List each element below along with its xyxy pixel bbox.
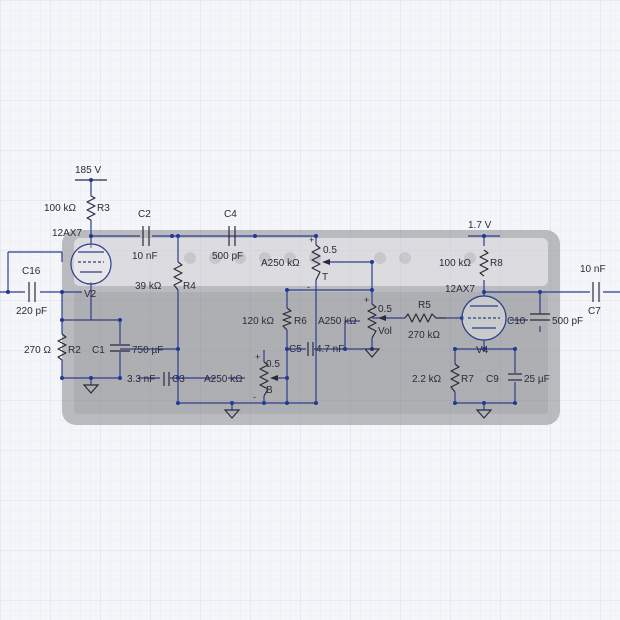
label-treble-plus: + — [309, 235, 314, 245]
capacitor-c7[interactable] — [592, 282, 600, 302]
capacitor-c9[interactable] — [508, 373, 522, 381]
label-c4-value: 500 pF — [212, 251, 243, 262]
label-bass-name: B — [266, 385, 273, 396]
label-treble-pot: A250 kΩ — [261, 258, 300, 269]
label-tube1: 12AX7 — [52, 228, 82, 239]
label-r2-value: 270 Ω — [24, 345, 51, 356]
label-c4: C4 — [224, 209, 237, 220]
label-volume-name: Vol — [378, 326, 392, 337]
capacitor-c1[interactable] — [110, 344, 130, 352]
label-r5-value: 270 kΩ — [408, 330, 440, 341]
label-r4-value: 39 kΩ — [135, 281, 162, 292]
label-c10-value: 500 pF — [552, 316, 583, 327]
potentiometer-bass[interactable] — [259, 361, 278, 397]
amp-background-image — [62, 230, 560, 425]
potentiometer-volume[interactable] — [367, 303, 386, 339]
label-c16: C16 — [22, 266, 41, 277]
label-treble-name: T — [322, 272, 328, 283]
label-bass-plus: + — [255, 352, 260, 362]
label-c16-value: 220 pF — [16, 306, 47, 317]
label-bass-minus: - — [253, 392, 256, 402]
label-r7-value: 2.2 kΩ — [412, 374, 442, 385]
label-c7-value: 10 nF — [580, 264, 606, 275]
resistor-r5[interactable] — [404, 313, 446, 323]
label-r4: R4 — [183, 281, 196, 292]
label-c9: C9 — [486, 374, 499, 385]
potentiometer-treble[interactable] — [311, 244, 330, 281]
label-r6-value: 120 kΩ — [242, 316, 274, 327]
label-bass-position: 0.5 — [266, 359, 280, 370]
label-c3-value: 3.3 nF — [127, 374, 155, 385]
capacitor-c10[interactable] — [530, 313, 550, 321]
capacitor-c4[interactable] — [228, 226, 236, 246]
capacitor-c5[interactable] — [307, 342, 314, 356]
resistor-r6[interactable] — [282, 307, 292, 331]
label-c5-value: 4.7 nF — [316, 344, 344, 355]
label-tube2: 12AX7 — [445, 284, 475, 295]
label-r6: R6 — [294, 316, 307, 327]
label-treble-position: 0.5 — [323, 245, 337, 256]
label-treble-minus: - — [307, 282, 310, 292]
label-c1-value: 750 µF — [132, 345, 163, 356]
resistor-r7[interactable] — [450, 363, 460, 393]
label-r8-value: 100 kΩ — [439, 258, 471, 269]
junction-dots — [6, 178, 542, 405]
component-labels: 185 V 100 kΩ R3 C2 C4 12AX7 C16 220 pF V… — [16, 165, 606, 402]
label-c2-value: 10 nF — [132, 251, 158, 262]
label-r3-value: 100 kΩ — [44, 203, 76, 214]
label-c10: C10 — [507, 316, 526, 327]
label-r7: R7 — [461, 374, 474, 385]
label-volume-pot: A250 kΩ — [318, 316, 357, 327]
label-volume-plus: + — [364, 295, 369, 305]
label-185v: 185 V — [75, 165, 101, 176]
capacitor-c16[interactable] — [28, 282, 36, 302]
capacitor-c2[interactable] — [142, 226, 150, 246]
label-c9-value: 25 µF — [524, 374, 550, 385]
ground-symbols — [82, 348, 493, 419]
tube-v4[interactable] — [461, 295, 507, 341]
label-c7: C7 — [588, 306, 601, 317]
capacitor-c3[interactable] — [163, 372, 170, 386]
resistor-r3[interactable] — [86, 195, 96, 221]
label-c1: C1 — [92, 345, 105, 356]
label-r2: R2 — [68, 345, 81, 356]
resistor-r8[interactable] — [479, 249, 489, 277]
label-volume-position: 0.5 — [378, 304, 392, 315]
label-r5: R5 — [418, 300, 431, 311]
label-r3: R3 — [97, 203, 110, 214]
label-v4: V4 — [476, 345, 489, 356]
label-c2: C2 — [138, 209, 151, 220]
label-r8: R8 — [490, 258, 503, 269]
tube-v2[interactable] — [70, 243, 112, 285]
label-17v: 1.7 V — [468, 220, 492, 231]
resistor-r2[interactable] — [57, 333, 67, 361]
label-v2: V2 — [84, 289, 97, 300]
resistor-r4[interactable] — [173, 261, 183, 291]
label-bass-pot: A250 kΩ — [204, 374, 243, 385]
label-c3: C3 — [172, 374, 185, 385]
label-c5: C5 — [289, 344, 302, 355]
